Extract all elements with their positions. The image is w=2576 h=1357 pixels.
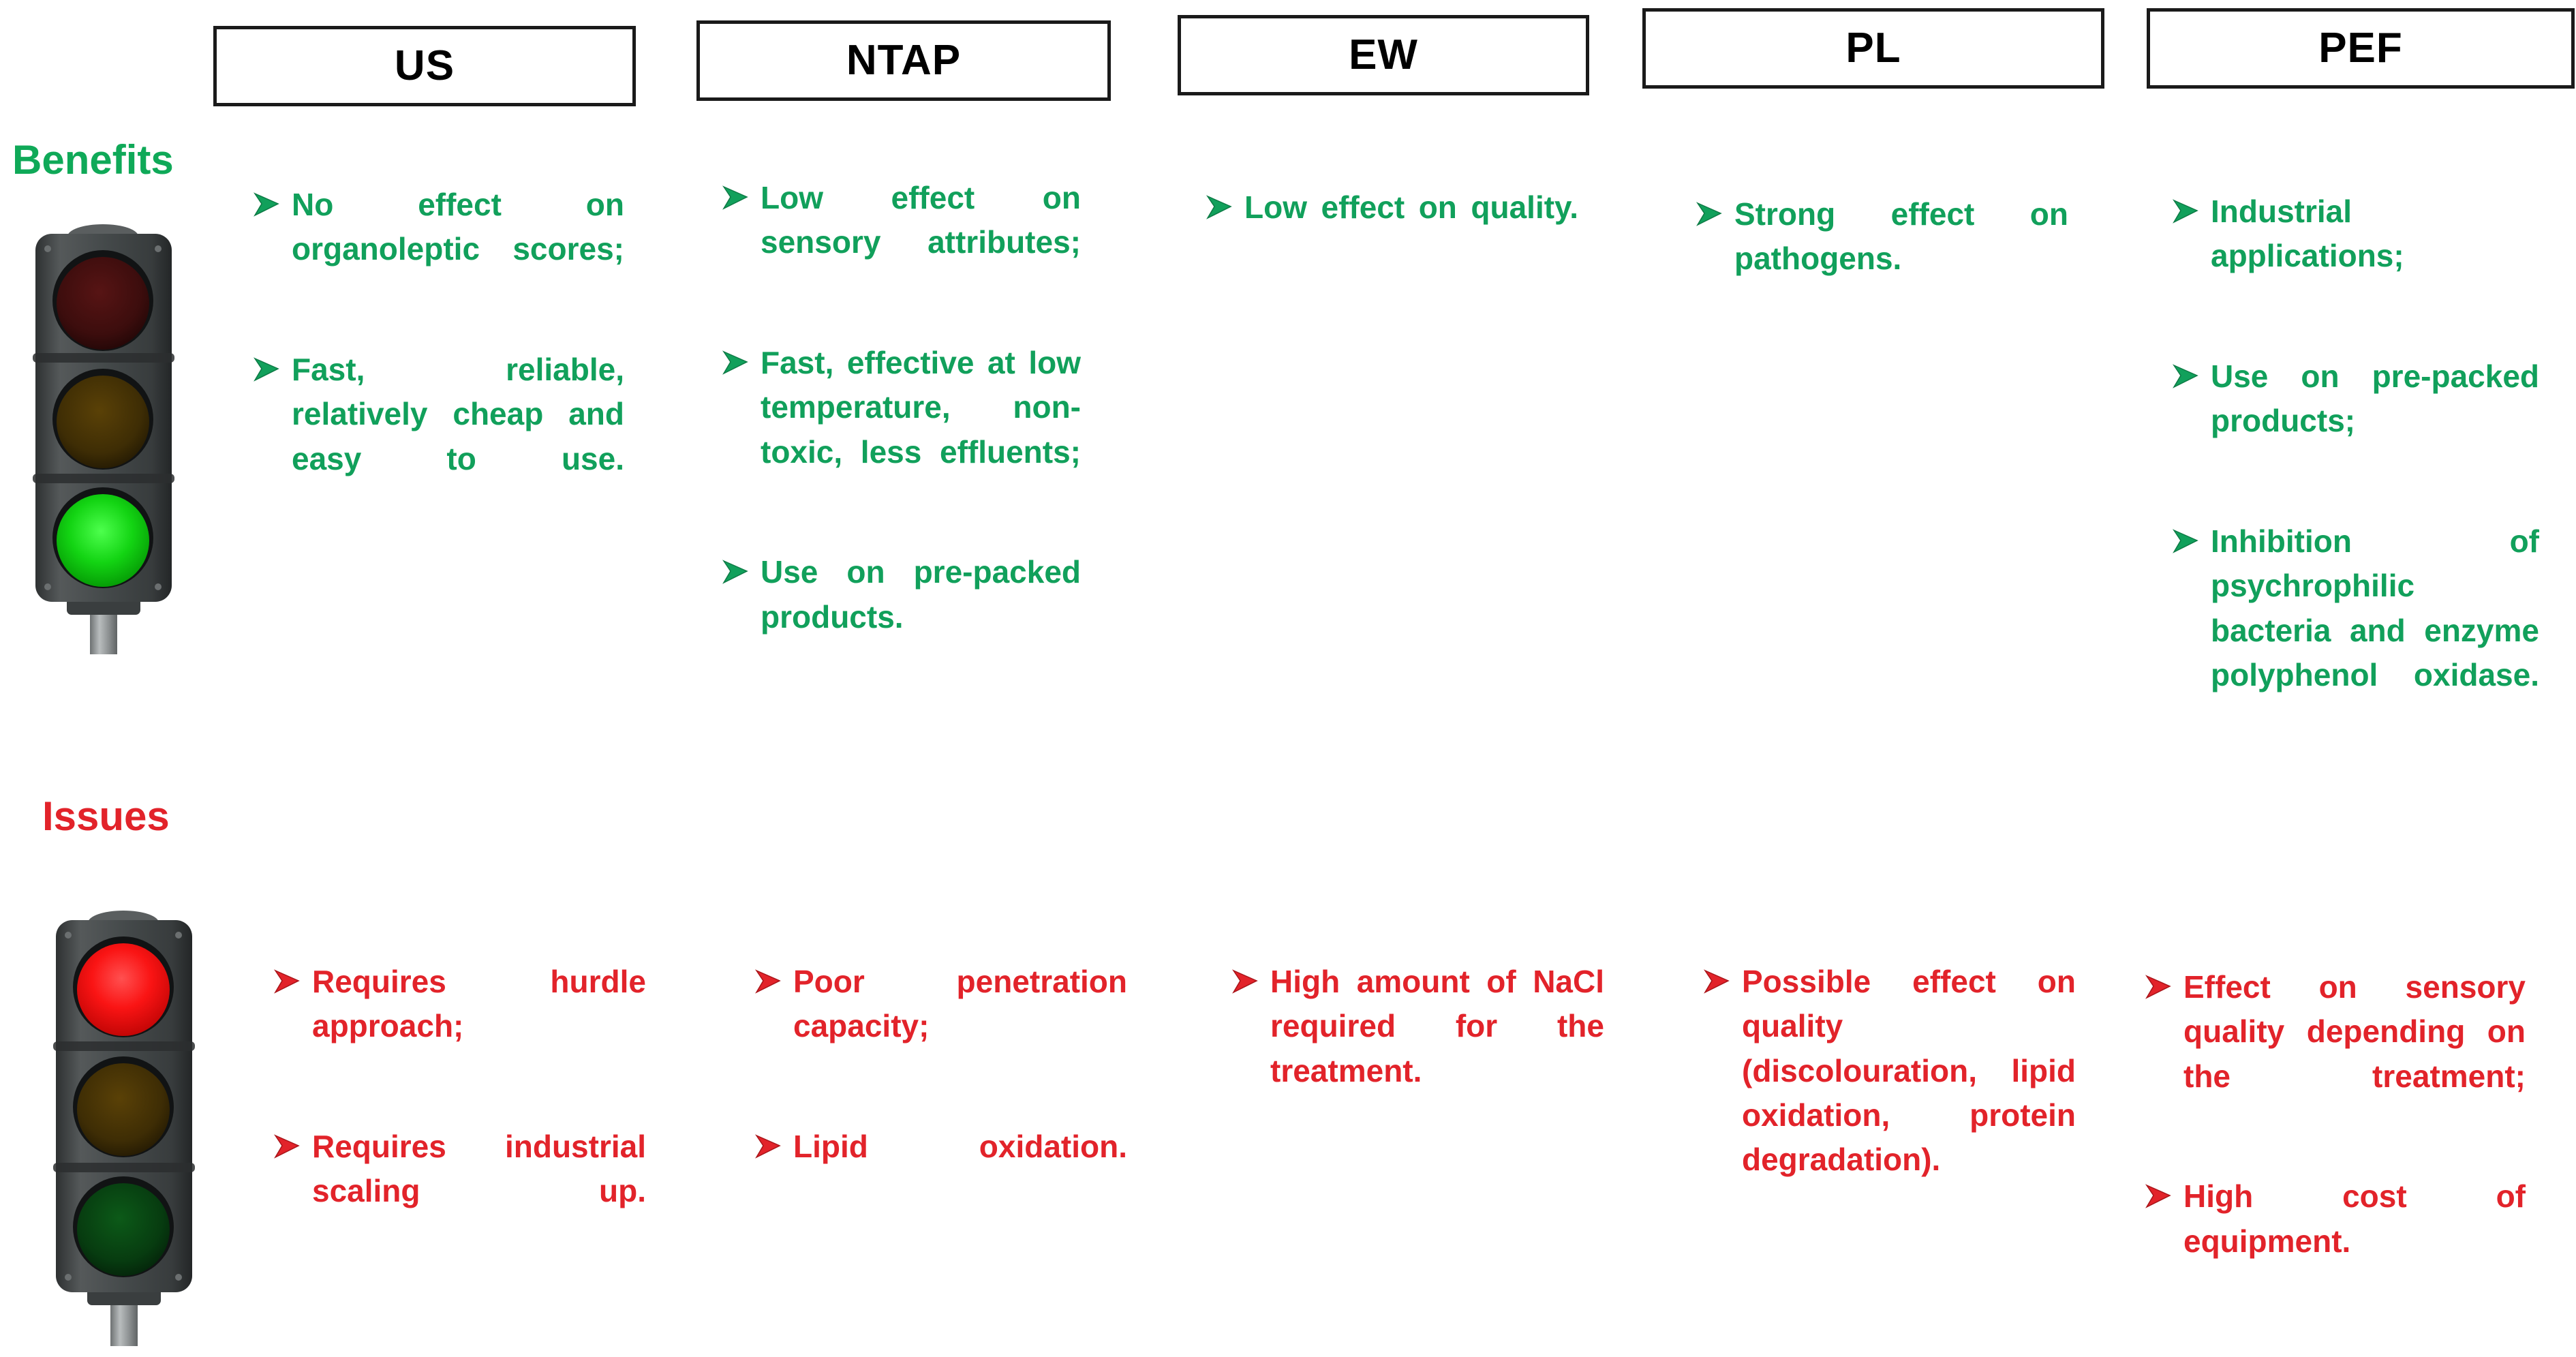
list-item-text: Requires hurdle approach; (312, 964, 646, 1044)
list-item-text: Industrial applications; (2211, 194, 2404, 274)
list-item: Low effect on sensory attributes; (721, 176, 1081, 309)
list-item-text: Use on pre-packed products; (2211, 358, 2539, 439)
column-header-ntap: NTAP (696, 20, 1111, 101)
cell-benefits-us: No effect on organoleptic scores; Fast, … (252, 183, 624, 525)
list-item: Fast, effective at low temperature, non-… (721, 341, 1081, 519)
list-item-text: Possible effect on quality (discolourati… (1742, 964, 2076, 1178)
list-item-text: Lipid oxidation. (793, 1128, 1127, 1164)
row-label-benefits: Benefits (12, 137, 174, 183)
list-item: High amount of NaCl required for the tre… (1231, 960, 1604, 1138)
arrow-bullet-icon (721, 345, 751, 375)
arrow-bullet-icon (2171, 194, 2201, 224)
arrow-bullet-icon (252, 352, 282, 382)
traffic-light-icon-red (34, 886, 215, 1346)
arrow-bullet-icon (1231, 964, 1261, 994)
cell-benefits-ntap: Low effect on sensory attributes; Fast, … (721, 176, 1081, 684)
arrow-bullet-icon (2144, 969, 2174, 999)
column-header-ew: EW (1178, 15, 1589, 95)
list-item: Lipid oxidation. (754, 1125, 1127, 1214)
list-item: Use on pre-packed products. (721, 550, 1081, 684)
list-item: Inhibition of psychrophilic bacteria and… (2171, 519, 2539, 742)
list-item-text: Poor penetration capacity; (793, 964, 1127, 1044)
list-item: Low effect on quality. (1205, 185, 1578, 275)
list-item-text: Low effect on quality. (1244, 189, 1578, 225)
arrow-bullet-icon (2171, 523, 2201, 553)
cell-benefits-ew: Low effect on quality. (1205, 185, 1578, 275)
list-item-text: No effect on organoleptic scores; (292, 187, 624, 267)
arrow-bullet-icon (1205, 189, 1235, 219)
list-item-text: High amount of NaCl required for the tre… (1270, 964, 1604, 1088)
list-item: Requires industrial scaling up. (273, 1125, 646, 1258)
list-item-text: Use on pre-packed products. (761, 554, 1081, 635)
arrow-bullet-icon (754, 964, 784, 994)
list-item: High cost of equipment. (2144, 1174, 2526, 1308)
arrow-bullet-icon (2144, 1178, 2174, 1209)
list-item-text: Inhibition of psychrophilic bacteria and… (2211, 523, 2539, 692)
column-header-pl: PL (1642, 8, 2104, 89)
cell-benefits-pl: Strong effect on pathogens. (1695, 192, 2068, 326)
list-item: Effect on sensory quality depending on t… (2144, 965, 2526, 1143)
arrow-bullet-icon (1702, 964, 1732, 994)
cell-issues-ew: High amount of NaCl required for the tre… (1231, 960, 1604, 1138)
cell-benefits-pef: Industrial applications; Use on pre-pack… (2171, 189, 2539, 742)
column-header-label: NTAP (846, 37, 962, 84)
arrow-bullet-icon (754, 1129, 784, 1159)
arrow-bullet-icon (273, 1129, 303, 1159)
list-item: Industrial applications; (2171, 189, 2539, 323)
list-item-text: Fast, effective at low temperature, non-… (761, 344, 1081, 470)
cell-issues-pl: Possible effect on quality (discolourati… (1702, 960, 2076, 1227)
arrow-bullet-icon (252, 187, 282, 217)
row-label-issues: Issues (42, 793, 170, 839)
arrow-bullet-icon (721, 180, 751, 210)
column-header-pef: PEF (2147, 8, 2575, 89)
traffic-light-icon-green (14, 201, 194, 654)
list-item-text: Effect on sensory quality depending on t… (2183, 969, 2526, 1094)
column-header-label: PL (1845, 25, 1901, 72)
arrow-bullet-icon (273, 964, 303, 994)
cell-issues-pef: Effect on sensory quality depending on t… (2144, 965, 2526, 1308)
list-item-text: Strong effect on pathogens. (1734, 196, 2068, 277)
list-item-text: Low effect on sensory attributes; (761, 180, 1081, 260)
list-item: Strong effect on pathogens. (1695, 192, 2068, 326)
cell-issues-ntap: Poor penetration capacity; Lipid oxidati… (754, 960, 1127, 1214)
column-header-label: US (394, 42, 455, 89)
arrow-bullet-icon (721, 554, 751, 584)
list-item: Use on pre-packed products; (2171, 354, 2539, 488)
list-item-text: Fast, reliable, relatively cheap and eas… (292, 351, 624, 476)
arrow-bullet-icon (2171, 359, 2201, 388)
list-item: Possible effect on quality (discolourati… (1702, 960, 2076, 1227)
list-item: No effect on organoleptic scores; (252, 183, 624, 316)
list-item: Requires hurdle approach; (273, 960, 646, 1093)
column-header-label: EW (1349, 31, 1418, 78)
column-header-label: PEF (2318, 25, 2403, 72)
list-item-text: Requires industrial scaling up. (312, 1128, 646, 1209)
cell-issues-us: Requires hurdle approach; Requires indus… (273, 960, 646, 1258)
list-item: Poor penetration capacity; (754, 960, 1127, 1093)
list-item: Fast, reliable, relatively cheap and eas… (252, 348, 624, 525)
column-header-us: US (213, 26, 636, 106)
list-item-text: High cost of equipment. (2183, 1178, 2526, 1259)
arrow-bullet-icon (1695, 196, 1725, 226)
